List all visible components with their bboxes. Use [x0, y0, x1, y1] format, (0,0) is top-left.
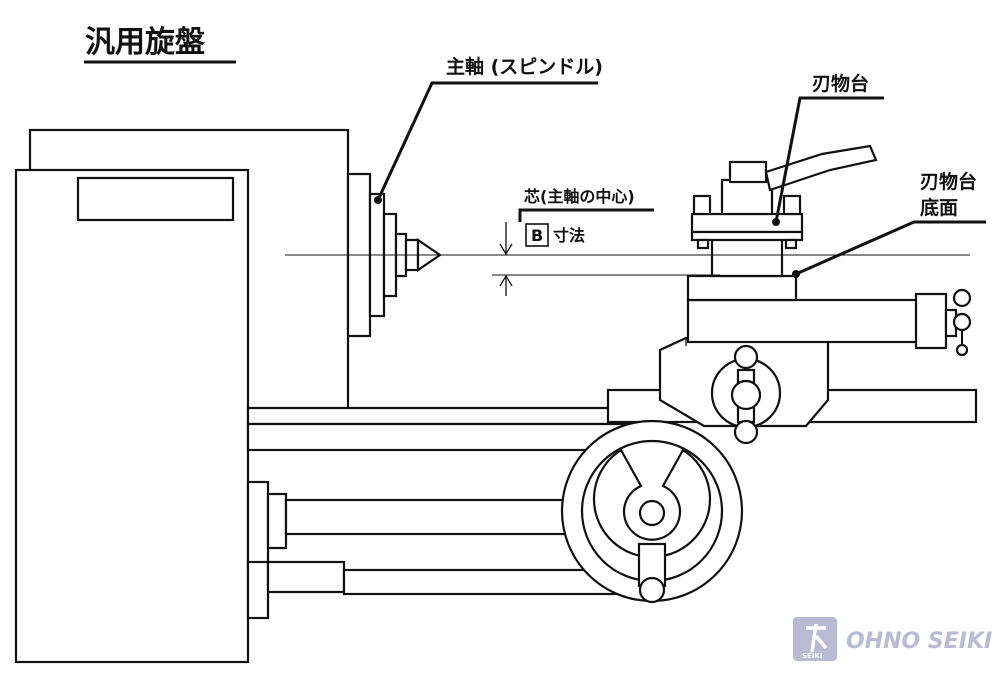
headstock-panel	[76, 176, 235, 222]
b-letter: B	[531, 226, 543, 245]
spindle-label: 主軸 (スピンドル)	[446, 55, 603, 78]
center-leader	[518, 208, 654, 222]
tool-post-leader	[774, 96, 884, 223]
logo-mark-sub: SEIKI	[802, 652, 822, 660]
center-label: 芯(主軸の中心)	[524, 187, 635, 206]
tool-post-base-label-2: 底面	[920, 196, 958, 219]
page-title: 汎用旋盤	[85, 25, 205, 60]
tool-post	[690, 144, 878, 278]
tool-post-base-label-1: 刃物台	[920, 170, 977, 193]
b-dimension-arrows	[499, 222, 513, 296]
feed-shafts	[246, 480, 618, 620]
ohno-seiki-logo: SEIKI OHNO SEIKI	[793, 617, 992, 661]
tool-base-leader	[795, 220, 986, 276]
cross-slide-crank	[710, 344, 782, 445]
b-box	[525, 223, 549, 247]
headstock	[14, 128, 350, 664]
logo-brand: OHNO SEIKI	[846, 629, 992, 654]
spindle-leader	[376, 81, 598, 201]
b-dimension-label: 寸法	[553, 226, 585, 245]
tool-post-label: 刃物台	[812, 72, 869, 95]
handwheel	[560, 419, 744, 604]
